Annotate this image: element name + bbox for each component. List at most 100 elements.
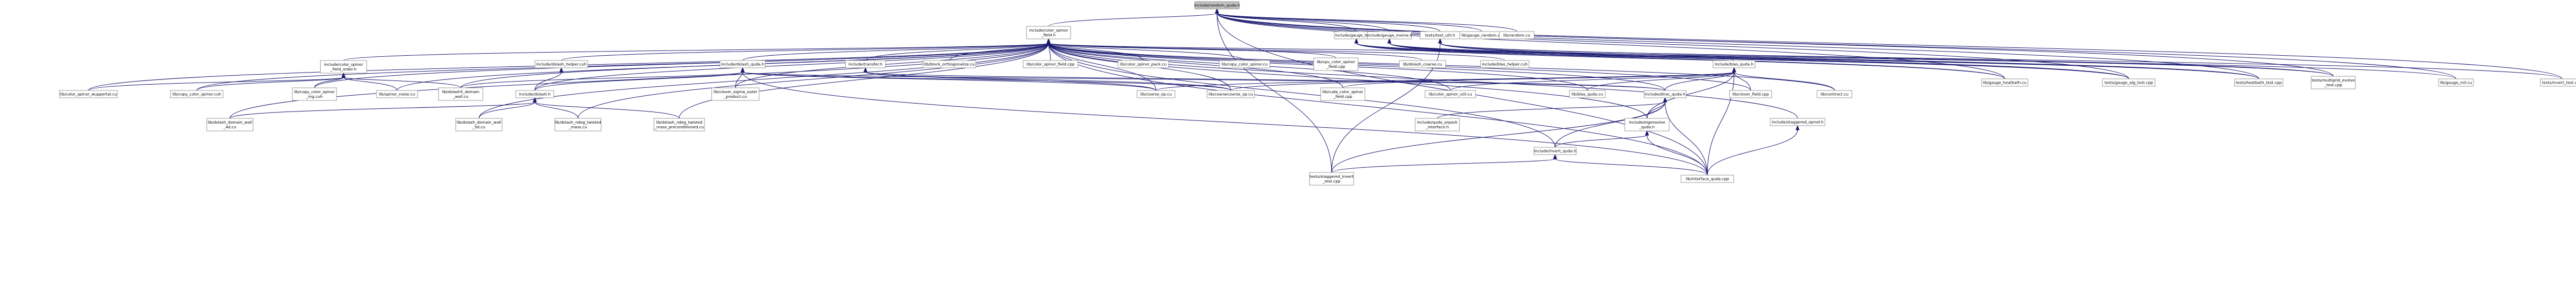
file-node-transfer-h[interactable]: include/transfer.h [845,60,886,68]
file-node-invert-test-cpp[interactable]: tests/invert_test.cpp [2540,78,2576,87]
file-node-dslash-ndeg-twisted-mass-cu[interactable]: lib/dslash_ndeg_twisted_mass.cu [554,118,602,131]
file-node-box [534,60,588,68]
file-node-contract-cu[interactable]: lib/contract.cu [1817,90,1852,98]
dependency-edge [863,67,1666,91]
file-node-box [1680,175,1734,183]
file-node-label: include/dslash_helper.cuh [536,62,587,67]
file-node-color-spinor-field-cpp[interactable]: lib/color_spinor_field.cpp [1023,60,1078,68]
file-node-label: _product.cu [724,94,747,99]
file-nodes: include/random_quda.h include/color_spino… [59,1,2576,186]
file-node-interface-quda-cpp[interactable]: lib/interface_quda.cpp [1680,175,1734,183]
file-node-label: include/dslash.h [519,92,551,97]
file-node-gauge-mil-cu[interactable]: lib/gauge_mil.cu [2438,78,2474,87]
file-node-box [1817,90,1852,98]
file-node-label: include/eigensolve [1629,120,1666,125]
dependency-edge [1553,154,1708,176]
file-node-label: _field.cpp [1326,64,1345,69]
file-node-label: _mass.cu [569,125,588,129]
file-node-label: lib/dslash_ndeg_twisted [555,120,601,125]
dependency-edge [1331,97,1667,173]
file-node-box [1424,90,1476,98]
file-node-random-cu[interactable]: lib/random.cu [1499,31,1534,39]
file-node-block-orthogonalize-cu[interactable]: lib/block_orthogonalize.cu [923,60,976,68]
file-node-spinor-noise-cu[interactable]: lib/spinor_noise.cu [376,90,418,98]
dependency-edge [341,72,461,88]
file-node-dslash-domain-wall-5d-cu[interactable]: lib/dslash_domain_wall_5d.cu [455,118,503,131]
file-node-staggered-oprod-h[interactable]: include/staggered_oprod.h [1770,118,1826,126]
file-node-coarsecoarse-op-cu[interactable]: lib/coarsecoarse_op.cu [1206,90,1255,98]
file-node-dslash-h[interactable]: include/dslash.h [516,90,554,98]
file-node-color-spinor-util-cu[interactable]: lib/color_spinor_util.cu [1424,90,1476,98]
dependency-edge [1387,38,2456,79]
file-node-box [376,90,418,98]
file-node-dslash5-domain-wall-cu[interactable]: lib/dslash5_domain_wall.cu [438,87,483,101]
file-node-multigrid-evolve-test-cpp[interactable]: tests/multigrid_evolve_test.cpp [2311,76,2356,89]
file-node-copy-color-spinor-mg-cuh[interactable]: lib/copy_color_spinor_mg.cuh [292,87,337,101]
file-node-dslash-ndeg-twisted-mass-preconditioned-cu[interactable]: lib/dslash_ndeg_twisted_mass_preconditio… [653,118,705,131]
file-node-box [1194,1,1240,9]
file-node-gauge-alg-test-cpp[interactable]: tests/gauge_alg_test.cpp [2102,78,2156,87]
file-node-blas-quda-cu[interactable]: lib/blas_quda.cu [1569,90,1606,98]
file-node-label: lib/color_spinor_pack.cu [1120,62,1167,67]
file-node-box [1313,57,1359,71]
file-node-label: lib/random.cu [1503,33,1530,38]
file-node-box [2102,78,2156,87]
file-node-box [1643,90,1687,98]
file-node-box [1399,60,1446,68]
file-node-gauge-mome-h[interactable]: include/gauge_mome.h [1366,31,1412,39]
file-node-label: tests/gauge_alg_test.cpp [2104,80,2153,85]
file-node-dslash-quda-h[interactable]: include/dslash_quda.h [719,60,766,68]
file-node-blas-quda-h[interactable]: include/blas_quda.h [1712,60,1756,68]
file-node-box [2311,76,2356,89]
file-node-box [438,87,483,101]
file-node-coarse-op-cu[interactable]: lib/coarse_op.cu [1136,90,1175,98]
file-node-cpu-color-spinor-field-cpp[interactable]: lib/cpu_color_spinor_field.cpp [1313,57,1359,71]
file-node-gauge-heatbath-cu[interactable]: lib/gauge_heatbath.cu [1981,78,2028,87]
dependency-edge [740,67,1708,176]
file-node-invert-quda-h[interactable]: include/invert_quda.h [1533,147,1577,155]
dependency-edge [1215,8,2259,79]
file-node-label: lib/gauge_random.cu [1461,33,1502,38]
file-node-label: _wall.cu [452,94,469,99]
file-node-clover-field-cpp[interactable]: lib/clover_field.cpp [1729,90,1772,98]
file-node-label: lib/dslash_domain_wall [207,120,252,125]
file-node-staggered-invert-test-cpp[interactable]: tests/staggered_invert_test.cpp [1309,172,1354,186]
file-node-label: lib/color_spinor_wuppertal.cu [60,92,117,97]
dependency-edge [532,97,680,119]
file-node-dirac-quda-h[interactable]: include/dirac_quda.h [1643,90,1687,98]
file-node-cuda-color-spinor-field-cpp[interactable]: lib/cuda_color_spinor_field.cpp [1320,87,1365,101]
dependency-edges [88,8,2562,176]
file-node-dslash-coarse-cu[interactable]: lib/dslash_coarse.cu [1399,60,1446,68]
file-node-dslash-helper-cuh[interactable]: include/dslash_helper.cuh [534,60,588,68]
file-node-clover-sigma-outer-product-cu[interactable]: lib/clover_sigma_outer_product.cu [711,87,760,101]
file-node-box [1136,90,1175,98]
file-node-box [1117,60,1169,68]
file-node-copy-color-spinor-cuh[interactable]: lib/copy_color_spinor.cuh [170,90,224,98]
file-node-color-spinor-pack-cu[interactable]: lib/color_spinor_pack.cu [1117,60,1169,68]
dependency-edge [343,38,1051,61]
file-node-dslash-domain-wall-4d-cu[interactable]: lib/dslash_domain_wall_4d.cu [206,118,254,131]
file-node-label: tests/invert_test.cpp [2542,80,2576,85]
file-node-label: include/random_quda.h [1194,3,1241,8]
file-node-label: lib/copy_color_spinor.cu [1222,62,1268,67]
file-node-box [1499,31,1534,39]
file-node-color-spinor-field-order-h[interactable]: include/color_spinor_field_order.h [320,60,367,74]
file-node-copy-color-spinor-cu[interactable]: lib/copy_color_spinor.cu [1219,60,1271,68]
file-node-label: _5d.cu [472,125,486,129]
file-node-label: _test.cpp [2324,83,2342,87]
file-node-heatbath-test-cpp[interactable]: tests/heatbath_test.cpp [2234,78,2283,87]
file-node-blas-helper-cuh[interactable]: include/blas_helper.cuh [1480,60,1530,68]
file-node-color-spinor-wuppertal-cu[interactable]: lib/color_spinor_wuppertal.cu [59,90,118,98]
file-node-label: include/gauge_tools.h [1335,33,1378,38]
file-node-test-util-h[interactable]: tests/test_util.h [1420,31,1461,39]
file-node-quda-arpack-interface-h[interactable]: include/quda_arpack_interface.h [1414,118,1460,131]
file-node-gauge-random-cu[interactable]: lib/gauge_random.cu [1459,31,1504,39]
file-node-eigensolve-quda-h[interactable]: include/eigensolve_quda.h [1624,118,1670,131]
file-node-label: tests/test_util.h [1425,33,1455,38]
file-node-root[interactable]: include/random_quda.h [1194,1,1241,9]
file-node-box [1533,147,1577,155]
file-node-label: include/blas_helper.cuh [1482,62,1528,67]
file-node-color-spinor-field-h[interactable]: include/color_spinor_field.h [1026,26,1071,39]
file-node-label: include/color_spinor [1029,28,1068,33]
dependency-edge [230,97,537,119]
